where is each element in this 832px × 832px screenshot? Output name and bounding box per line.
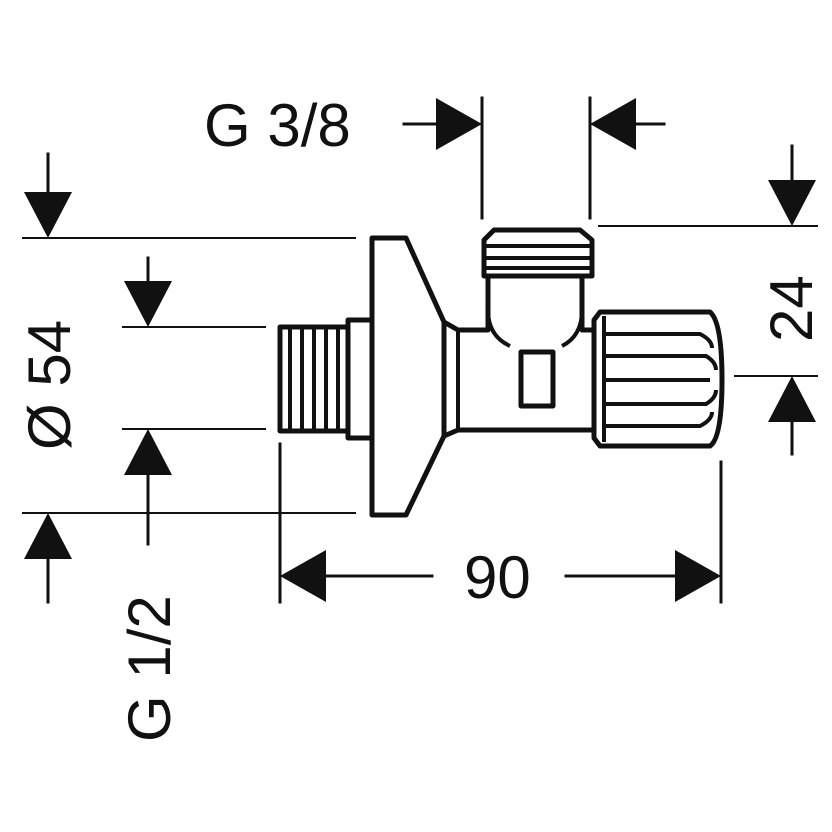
dimension-inlet-thread: G 1/2 xyxy=(116,256,266,742)
arrow-down-icon xyxy=(24,192,72,238)
arrow-right-icon xyxy=(436,98,482,150)
height-label: 24 xyxy=(758,275,825,342)
dimension-escutcheon-diameter: Ø 54 xyxy=(16,152,356,604)
diameter-label: Ø 54 xyxy=(16,320,83,450)
dimension-height: 24 xyxy=(598,144,825,456)
dimension-outlet-thread: G 3/8 xyxy=(204,92,666,220)
arrow-up-icon xyxy=(24,513,72,559)
arrow-up-icon xyxy=(768,376,816,422)
angle-valve xyxy=(277,227,725,518)
length-label: 90 xyxy=(464,544,531,611)
arrow-down-icon xyxy=(768,180,816,226)
dimension-length: 90 xyxy=(278,442,723,611)
arrow-left-icon xyxy=(280,550,326,602)
inlet-thread-label: G 1/2 xyxy=(116,595,183,742)
arrow-right-icon xyxy=(675,550,721,602)
inlet-thread xyxy=(277,317,375,441)
valve-body xyxy=(441,273,603,439)
valve-handle xyxy=(591,309,725,449)
arrow-left-icon xyxy=(590,98,636,150)
arrow-down-icon xyxy=(124,281,172,327)
escutcheon xyxy=(369,235,447,518)
outlet-thread-label: G 3/8 xyxy=(204,92,351,159)
outlet-thread xyxy=(481,227,595,279)
arrow-up-icon xyxy=(124,429,172,475)
